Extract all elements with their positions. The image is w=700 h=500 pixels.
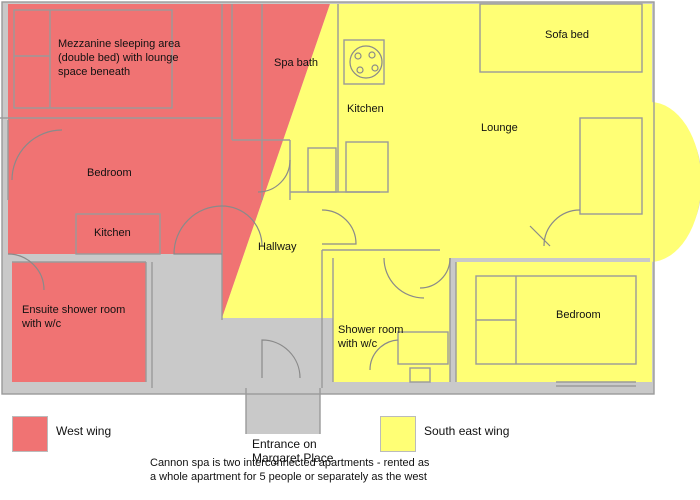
entrance-line-2: Margaret Place xyxy=(252,451,334,465)
spa-bath-fixture xyxy=(349,45,383,79)
spa-bath-label: Spa bath xyxy=(274,57,318,69)
west-wing-swatch xyxy=(12,416,48,452)
entrance-label: Entrance on Margaret Place xyxy=(252,437,333,465)
west-bedroom-label: Bedroom xyxy=(87,167,132,179)
se-kitchen-label: Kitchen xyxy=(347,103,384,115)
lounge-label: Lounge xyxy=(481,122,518,134)
se-bedroom-label: Bedroom xyxy=(556,309,601,321)
note-line-2: a whole apartment for 5 people or separa… xyxy=(150,471,427,483)
mezzanine-label: Mezzanine sleeping area (double bed) wit… xyxy=(58,38,183,78)
sofa-bed-label: Sofa bed xyxy=(545,29,589,41)
entrance-line-1: Entrance on xyxy=(252,437,317,451)
ensuite-label: Ensuite shower room with w/c xyxy=(21,304,128,330)
west-wing-legend-label: West wing xyxy=(56,424,112,438)
door-swings xyxy=(7,129,581,379)
hallway-label: Hallway xyxy=(258,241,297,253)
interior-walls xyxy=(0,1,655,434)
west-kitchen-label: Kitchen xyxy=(94,227,131,239)
shower-room-label: Shower room with w/c xyxy=(337,324,406,350)
south-east-wing-legend-label: South east wing xyxy=(424,424,510,438)
south-east-wing-swatch xyxy=(380,416,416,452)
corridor-area xyxy=(152,262,320,434)
description-note: Cannon spa is two interconnected apartme… xyxy=(150,456,550,484)
note-line-1: Cannon spa is two interconnected apartme… xyxy=(150,457,430,469)
